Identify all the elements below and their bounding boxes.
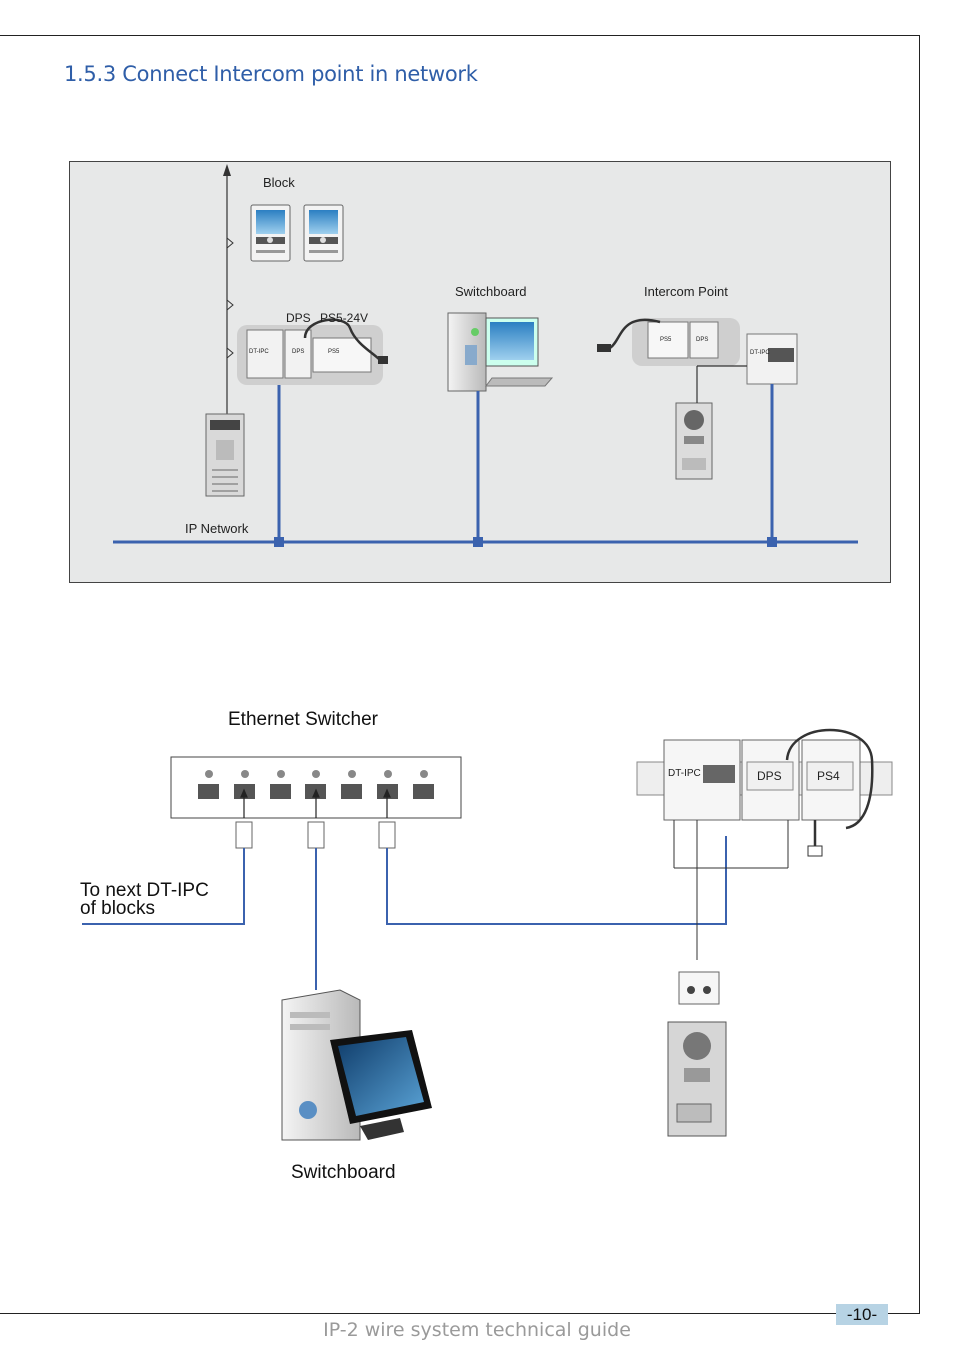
to-next-line1: To next DT-IPC	[80, 880, 209, 901]
dps-label: DPS	[286, 311, 311, 325]
ip-network-label: IP Network	[185, 521, 249, 536]
footer-text: IP-2 wire system technical guide	[323, 1319, 631, 1341]
block-monitor-2	[303, 204, 344, 262]
module-dtipc-top: DT-IPC	[249, 349, 269, 355]
block-label: Block	[263, 175, 295, 190]
ethernet-switcher-label: Ethernet Switcher	[228, 709, 378, 730]
module-dps-bottom: DPS	[757, 769, 782, 783]
riser-line	[223, 164, 234, 415]
switchboard-computer-small	[447, 312, 554, 392]
intercom-point-label: Intercom Point	[644, 284, 728, 299]
module-ps5-intercom: PS5	[660, 337, 672, 343]
block-power-group	[237, 318, 388, 385]
module-ps4-bottom: PS4	[817, 769, 840, 783]
switchboard-computer	[281, 989, 432, 1141]
module-dps-intercom: DPS	[696, 337, 709, 343]
module-dtipc-bottom: DT-IPC	[668, 768, 701, 779]
block-door-panel	[205, 413, 245, 497]
section-title: 1.5.3 Connect Intercom point in network	[64, 62, 478, 86]
ethernet-switch	[170, 756, 462, 849]
switchboard-label-bottom: Switchboard	[291, 1162, 396, 1183]
din-rail-modules	[636, 728, 893, 1005]
bottom-network-cables	[82, 836, 727, 990]
intercom-door-panel	[675, 402, 713, 480]
to-next-line2: of blocks	[80, 898, 155, 919]
intercom-dtipc-module	[746, 333, 798, 385]
ip-network-line	[113, 365, 858, 547]
page-frame	[0, 35, 920, 1314]
page-number: -10-	[836, 1304, 888, 1325]
bottom-door-panel	[667, 1021, 727, 1137]
module-ps5-top: PS5	[328, 349, 340, 355]
switchboard-label-top: Switchboard	[455, 284, 527, 299]
module-dtipc-intercom: DT-IPC	[750, 350, 770, 356]
block-monitor-1	[250, 204, 291, 262]
to-next-dtipc-label: To next DT-IPC of blocks	[80, 880, 209, 919]
module-dps-top: DPS	[292, 349, 305, 355]
intercom-power-group	[597, 318, 740, 366]
ps5-24v-label: PS5-24V	[320, 311, 369, 325]
